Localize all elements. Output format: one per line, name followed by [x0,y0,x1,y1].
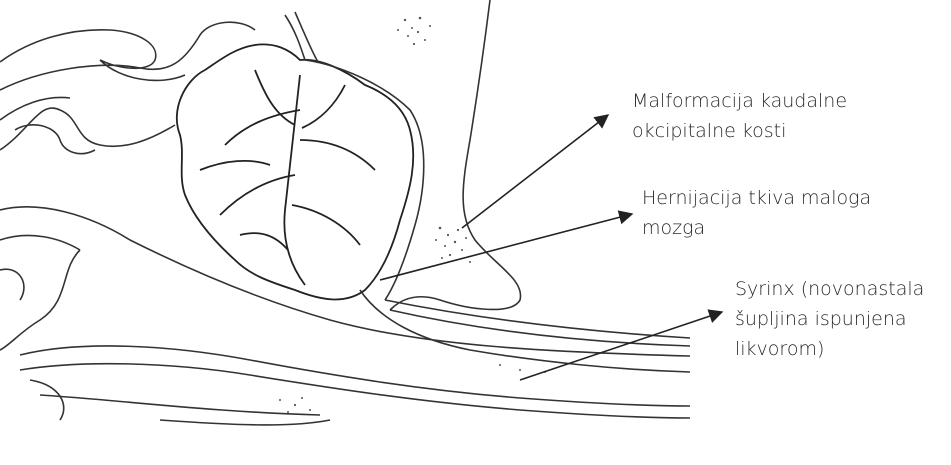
arrow-occipital [462,115,608,228]
spinal-canal [20,290,690,425]
cerebrum-outline [0,22,255,153]
label-occipital-malformation: Malformacija kaudalne okcipitalne kosti [632,86,847,146]
label-cerebellar-herniation-line-2: mozga [642,213,871,243]
label-syrinx-line-3: likvorom) [735,334,924,364]
stipple-shading [279,17,546,413]
label-cerebellar-herniation: Hernijacija tkiva maloga mozga [642,183,871,243]
label-occipital-malformation-line-1: Malformacija kaudalne [632,86,847,116]
cerebellum [177,44,413,299]
label-syrinx-line-2: šupljina ispunjena [735,304,924,334]
arrow-syrinx [520,312,722,380]
label-cerebellar-herniation-line-1: Hernijacija tkiva maloga [642,183,871,213]
label-syrinx-line-1: Syrinx (novonastala [735,274,924,304]
label-syrinx: Syrinx (novonastala šupljina ispunjena l… [735,274,924,364]
label-occipital-malformation-line-2: okcipitalne kosti [632,116,847,146]
occipital-outline [285,0,521,310]
